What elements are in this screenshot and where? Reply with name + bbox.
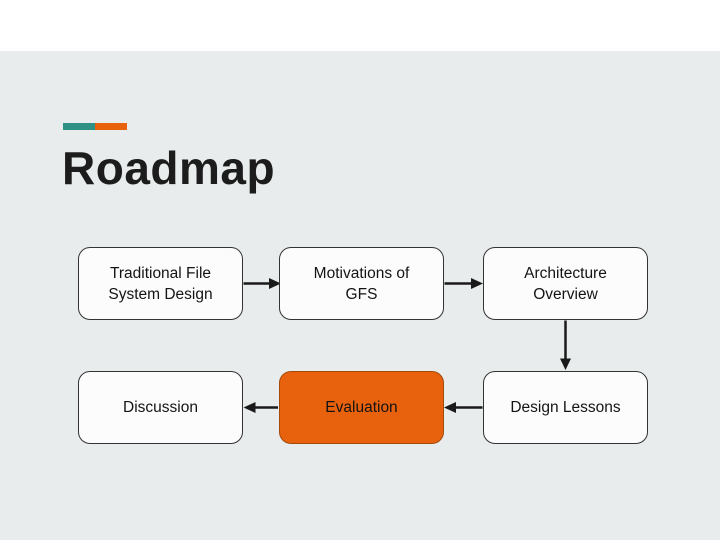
node-design-lessons: Design Lessons <box>483 371 648 444</box>
node-evaluation-highlighted: Evaluation <box>279 371 444 444</box>
node-architecture-overview: Architecture Overview <box>483 247 648 320</box>
slide-title: Roadmap <box>62 142 276 194</box>
title-accent-dash <box>63 123 127 130</box>
accent-dash-teal-segment <box>63 123 95 130</box>
accent-dash-orange-segment <box>95 123 127 130</box>
node-traditional-file-system-design: Traditional File System Design <box>78 247 243 320</box>
node-motivations-of-gfs: Motivations of GFS <box>279 247 444 320</box>
node-discussion: Discussion <box>78 371 243 444</box>
